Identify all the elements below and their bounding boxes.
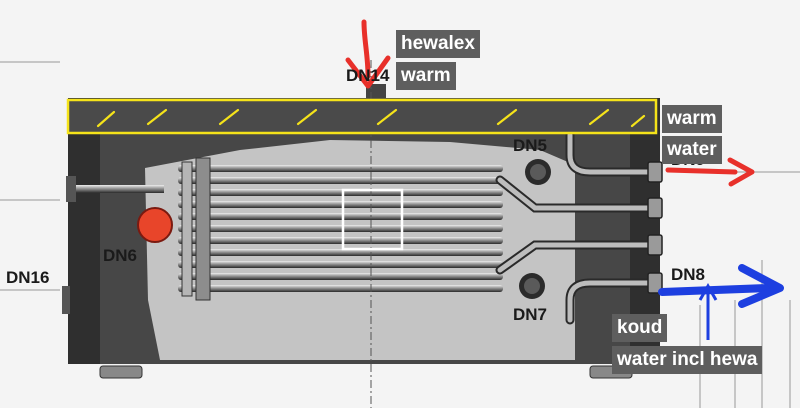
hot-arrow-top <box>345 19 391 89</box>
outlet-pipes <box>495 130 655 325</box>
left-nozzle <box>62 286 70 314</box>
dn7-label: DN7 <box>513 305 548 324</box>
cold-arrow <box>658 264 784 340</box>
annotation-koud: koud <box>612 314 668 342</box>
insulation-highlight <box>66 98 658 135</box>
dn6-label: DN6 <box>103 246 138 265</box>
tube-bundle <box>178 157 503 301</box>
dn5-label: DN5 <box>513 136 548 155</box>
dn16-label: DN16 <box>6 268 50 287</box>
probe-rod <box>72 185 164 193</box>
foot-left <box>99 365 143 379</box>
dn8-label: DN8 <box>671 265 706 284</box>
dn6-port <box>137 207 173 243</box>
probe-flange <box>66 176 76 202</box>
annotation-hewalex: hewalex <box>396 30 480 58</box>
hot-arrow-right <box>665 157 755 187</box>
annotation-warm-right: warm <box>662 105 722 133</box>
annotation-warm: warm <box>396 62 456 90</box>
selection-square <box>341 188 404 251</box>
annotation-water-incl-hewa: water incl hewa <box>612 346 763 374</box>
annotation-water-right: water <box>662 136 722 164</box>
outlet-flanges <box>647 161 663 294</box>
dn4-label: DN14 <box>346 66 390 85</box>
